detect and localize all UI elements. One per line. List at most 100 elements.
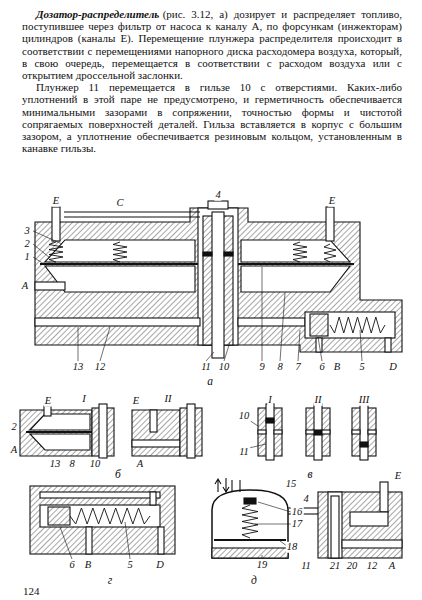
leader-line	[249, 444, 266, 448]
plunger	[212, 212, 224, 358]
callout-label: Е	[394, 471, 402, 482]
callout-label: D	[388, 362, 398, 373]
term: Дозатор-распределитель	[36, 8, 159, 20]
sleeve-hole	[306, 430, 314, 434]
body-text: Дозатор-распределитель(рис. 3.12, а) доз…	[22, 8, 402, 154]
valve-bore	[305, 312, 395, 338]
callout-label: III	[358, 395, 371, 406]
figure-letter: д	[250, 575, 258, 587]
pipe	[239, 480, 240, 492]
callout-label: 1	[23, 252, 30, 263]
channel-b	[86, 527, 92, 554]
callout-label: 11	[300, 561, 312, 572]
leader-line	[262, 267, 263, 361]
housing	[318, 492, 402, 558]
regulator-section-d	[212, 478, 402, 559]
plunger	[187, 404, 195, 458]
leader-line	[33, 231, 362, 361]
sleeve-hole	[322, 430, 330, 434]
upper-chamber	[241, 240, 350, 262]
channel	[132, 440, 180, 447]
housing	[30, 486, 175, 554]
callout-label: 12	[94, 362, 107, 373]
leader-line	[33, 244, 50, 258]
leader-line	[298, 330, 300, 361]
paragraph: Дозатор-распределитель(рис. 3.12, а) доз…	[22, 8, 402, 81]
channel-b	[316, 338, 322, 352]
spring	[242, 505, 258, 538]
spring	[70, 508, 150, 524]
upper-chamber	[30, 414, 90, 430]
callout-label: 4	[214, 190, 221, 201]
callout-label: 12	[366, 561, 379, 572]
callout-label: 7	[294, 362, 301, 373]
valve	[244, 498, 256, 504]
bolt	[208, 201, 228, 209]
callout-label: 2	[23, 239, 30, 250]
callout-label: 13	[72, 362, 85, 373]
spring	[330, 317, 385, 333]
callout-label: 18	[286, 542, 299, 553]
plunger-groove	[360, 442, 368, 447]
spring	[293, 242, 307, 262]
connecting-channel	[238, 318, 305, 326]
leader-line	[33, 257, 44, 264]
callout-label: Е	[44, 396, 52, 407]
section-b	[20, 404, 202, 458]
callout-label: 3	[23, 226, 30, 237]
callout-label: 20	[346, 561, 359, 572]
spring	[324, 244, 336, 262]
callout-label: 16	[291, 507, 304, 518]
leader-line	[100, 327, 110, 361]
callout-label: 8	[276, 362, 283, 373]
diaphragm	[40, 263, 198, 265]
leader-line	[78, 327, 79, 361]
piston	[48, 507, 70, 525]
plunger	[266, 404, 274, 460]
channel-d	[385, 338, 391, 352]
callout-label: 10	[238, 411, 251, 422]
plunger	[331, 496, 339, 558]
page-number: 124	[22, 586, 41, 597]
callout-label: 5	[358, 362, 365, 373]
sleeve-hole	[258, 430, 266, 434]
fuel-pipe	[326, 207, 334, 241]
callout-label: В	[333, 362, 341, 373]
callout-label: А	[10, 445, 18, 456]
plunger-groove	[266, 418, 274, 423]
leader-line	[258, 502, 291, 512]
channel	[150, 492, 156, 505]
illustration	[20, 201, 402, 559]
fuel-pipe	[44, 406, 51, 416]
lower-chamber	[45, 266, 195, 292]
callout-label: 5	[126, 560, 133, 571]
sleeve-hole	[224, 252, 233, 256]
figure-letter: а	[206, 376, 214, 388]
callout-label: С	[115, 198, 124, 209]
callout-label: 4	[302, 494, 309, 505]
bore	[40, 505, 160, 527]
channel	[342, 540, 402, 548]
figure-letter: в	[307, 469, 314, 481]
spring	[49, 242, 63, 262]
plunger	[99, 404, 107, 458]
callout-label: 6	[318, 362, 325, 373]
leader-line	[280, 293, 285, 361]
flow-arrow	[215, 479, 221, 492]
leader-line	[60, 527, 72, 559]
callout-label: 15	[285, 479, 298, 490]
lower-chamber	[241, 266, 350, 292]
housing	[132, 410, 180, 456]
callout-label: 9	[258, 362, 265, 373]
plunger-positions	[249, 404, 376, 460]
callout-label: 10	[218, 362, 231, 373]
valve-section-g	[30, 486, 175, 559]
callout-label: II	[314, 395, 323, 406]
callout-label: 13	[49, 459, 62, 470]
sleeve-hole	[203, 252, 212, 256]
leader-line	[60, 522, 130, 559]
diaphragm	[214, 539, 286, 541]
channel-line	[64, 216, 200, 217]
base	[212, 548, 288, 558]
fuel-pipe	[52, 207, 60, 241]
